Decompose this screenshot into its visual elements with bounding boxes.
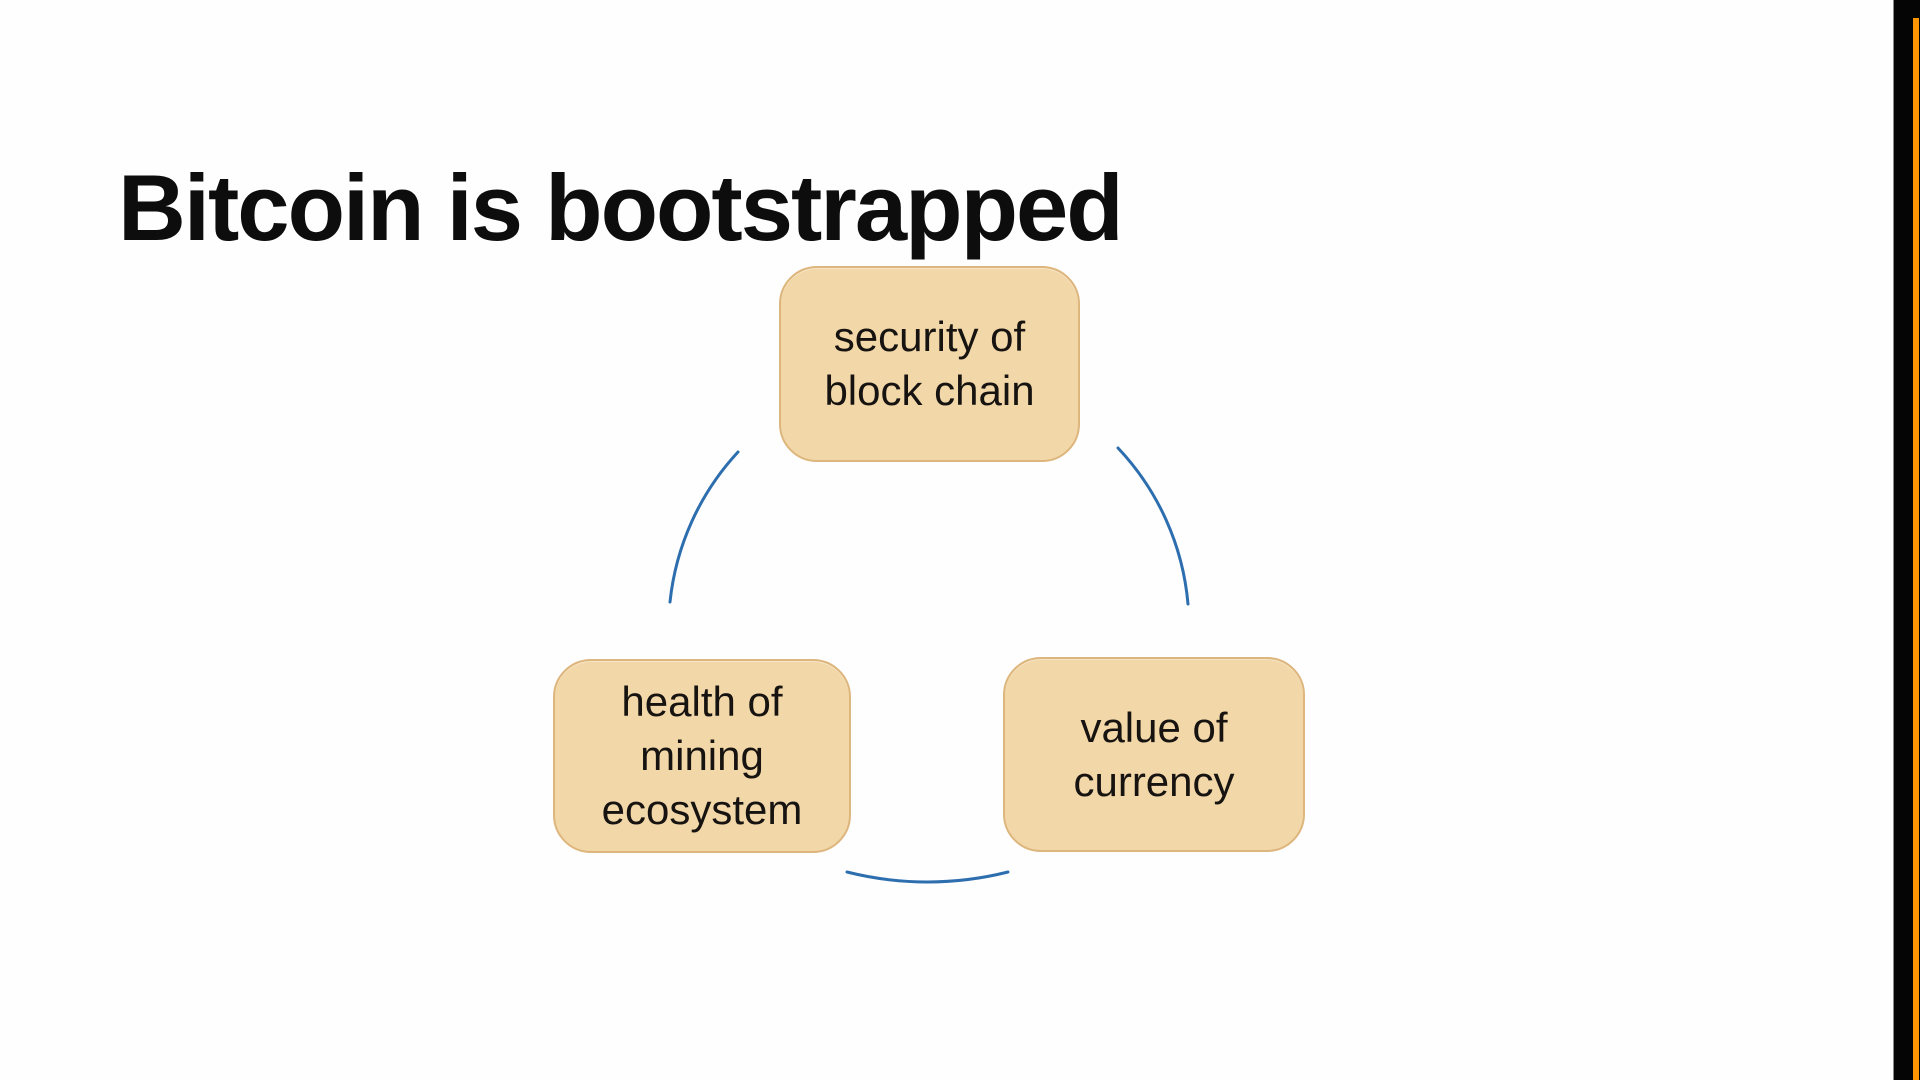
scrollbar-thumb[interactable]	[1913, 18, 1919, 1080]
node-text-line: ecosystem	[601, 785, 803, 833]
arc-top-to-right-icon	[1116, 446, 1190, 606]
arc-bottom-icon	[845, 870, 1010, 884]
scrollbar-track[interactable]	[1894, 0, 1920, 1080]
cycle-node-value-of-currency: value of currency	[1003, 657, 1305, 852]
slide-title: Bitcoin is bootstrapped	[118, 154, 1124, 260]
node-text-line: security of	[833, 313, 1026, 361]
node-text-line: block chain	[824, 367, 1035, 414]
right-edge-divider	[1893, 0, 1894, 1080]
node-text-line: mining	[640, 732, 764, 780]
cycle-node-health-of-mining-ecosystem: health of mining ecosystem	[553, 659, 851, 853]
node-text-line: currency	[1073, 757, 1235, 805]
node-text-line: value of	[1080, 703, 1228, 751]
cycle-node-security-of-block-chain: security of block chain	[779, 266, 1080, 462]
arc-top-to-left-icon	[668, 450, 740, 604]
node-text-line: health of	[621, 678, 783, 726]
